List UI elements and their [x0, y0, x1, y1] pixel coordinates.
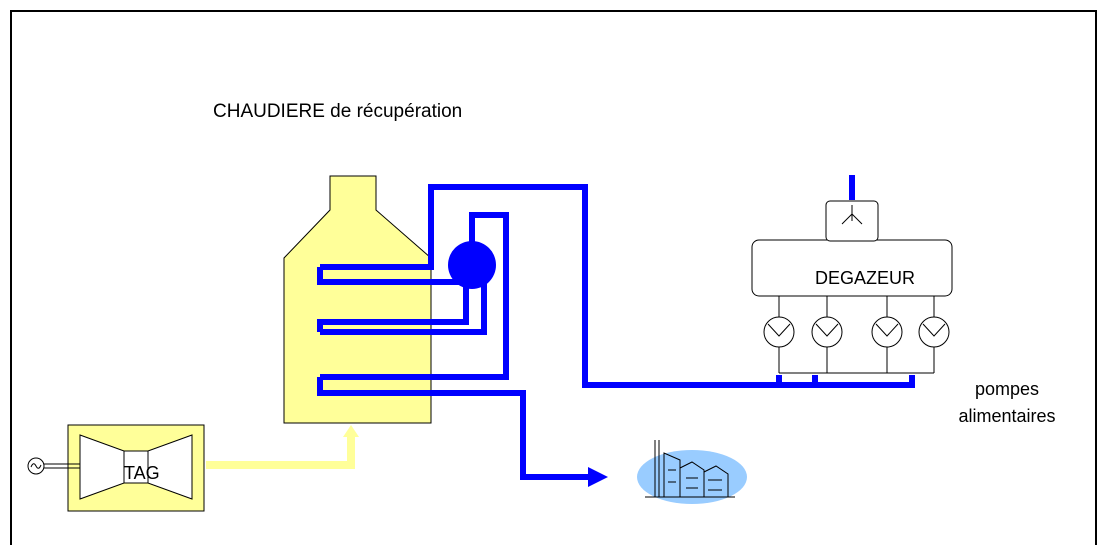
- tag-label: TAG: [124, 463, 160, 483]
- gas-turbine: [67, 424, 205, 512]
- coil-top: [317, 267, 466, 285]
- water-steam-piping: [317, 175, 915, 480]
- coil-middle-return: [320, 282, 487, 335]
- factory-clipart-icon: [637, 440, 747, 504]
- generator-shaft: [44, 463, 80, 469]
- boiler-body: [283, 175, 432, 424]
- steam-drum: [448, 241, 496, 289]
- coil-bottom: [317, 377, 590, 480]
- pump-icon: [763, 296, 795, 373]
- outlet-arrow-head: [588, 467, 608, 487]
- pompes-label-line1: pompes: [974, 379, 1040, 399]
- pump-icon: [811, 296, 843, 373]
- pump-icon: [918, 296, 950, 373]
- exhaust-gas-duct: [206, 425, 359, 469]
- degazeur-label: DEGAZEUR: [815, 268, 916, 288]
- feed-pumps: [763, 296, 950, 374]
- diagram-frame: [10, 10, 1097, 545]
- spray-nozzle-icon: [841, 205, 863, 225]
- pompes-label-line2: alimentaires: [958, 406, 1056, 426]
- coil-middle: [317, 285, 469, 332]
- diagram-title: CHAUDIERE de récupération: [213, 101, 463, 122]
- degazeur-tank: [751, 200, 953, 297]
- generator-sine-icon: [27, 457, 45, 475]
- pump-icon: [871, 296, 903, 373]
- drum-riser: [320, 212, 509, 380]
- pompes-alimentaires-label: pompes alimentaires: [940, 376, 1074, 430]
- pump-header: [776, 375, 915, 388]
